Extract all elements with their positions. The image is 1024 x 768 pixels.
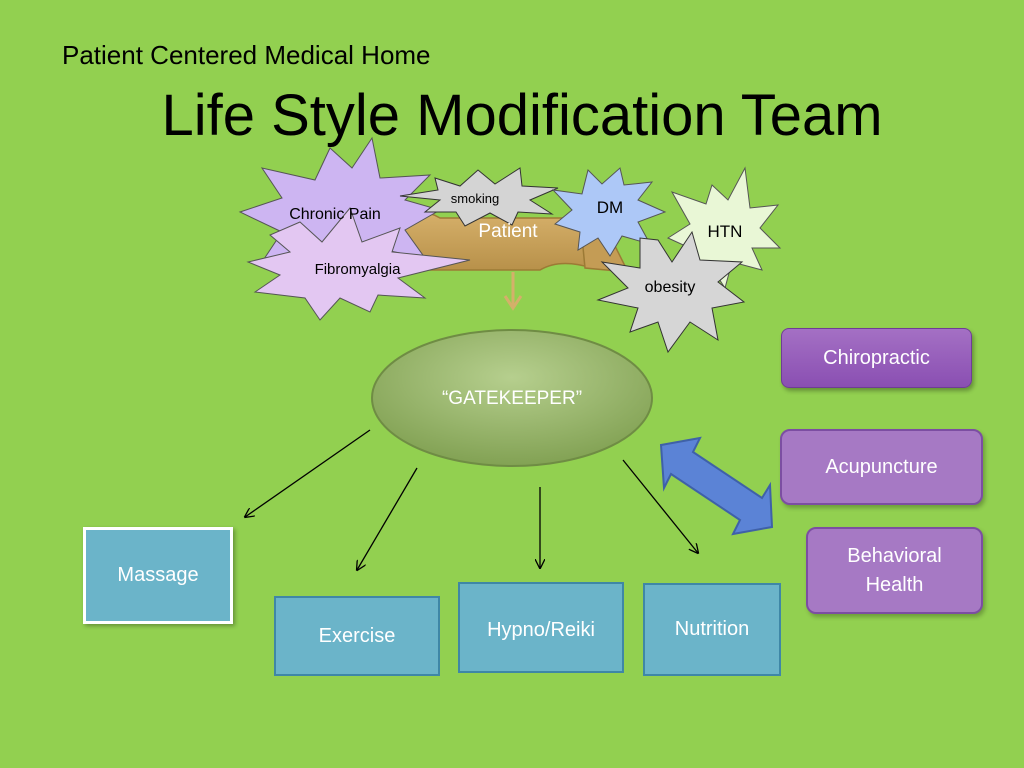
dm-label: DM [596, 197, 624, 217]
exercise-label: Exercise [318, 624, 396, 647]
chronic-pain-label: Chronic Pain [289, 205, 381, 223]
nutrition-box: Nutrition [643, 583, 781, 676]
gatekeeper-ellipse [371, 329, 653, 467]
chiropractic-label: Chiropractic [823, 346, 930, 369]
behavioral-health-label: Behavioral Health [847, 544, 942, 596]
arrow-to-massage [245, 429, 371, 517]
massage-box: Massage [83, 527, 233, 624]
fibromyalgia-label: Fibromyalgia [314, 261, 401, 279]
double-headed-arrow [659, 436, 774, 536]
gatekeeper-label: “GATEKEEPER” [441, 387, 583, 409]
smoking-label: smoking [450, 190, 500, 206]
chiropractic-box: Chiropractic [781, 328, 972, 388]
slide-subtitle: Patient Centered Medical Home [62, 40, 431, 70]
smoking-burst [399, 167, 559, 227]
slide-title: Life Style Modification Team [161, 83, 883, 148]
behavioral-health-box: Behavioral Health [806, 527, 983, 614]
exercise-box: Exercise [274, 596, 440, 676]
obesity-label: obesity [644, 278, 696, 296]
arrow-to-exercise [357, 467, 418, 570]
nutrition-label: Nutrition [674, 618, 750, 640]
acupuncture-label: Acupuncture [825, 455, 938, 478]
hypno-reiki-box: Hypno/Reiki [458, 582, 624, 673]
massage-label: Massage [117, 564, 199, 586]
fibromyalgia-burst [246, 206, 471, 321]
htn-label: HTN [707, 221, 743, 241]
arrow-to-nutrition [622, 459, 698, 553]
obesity-burst [596, 230, 746, 354]
dm-burst [551, 167, 667, 257]
patient-label: Patient [478, 220, 538, 242]
patient-down-arrow [503, 272, 523, 311]
acupuncture-box: Acupuncture [780, 429, 983, 505]
hypno-reiki-label: Hypno/Reiki [487, 619, 595, 641]
